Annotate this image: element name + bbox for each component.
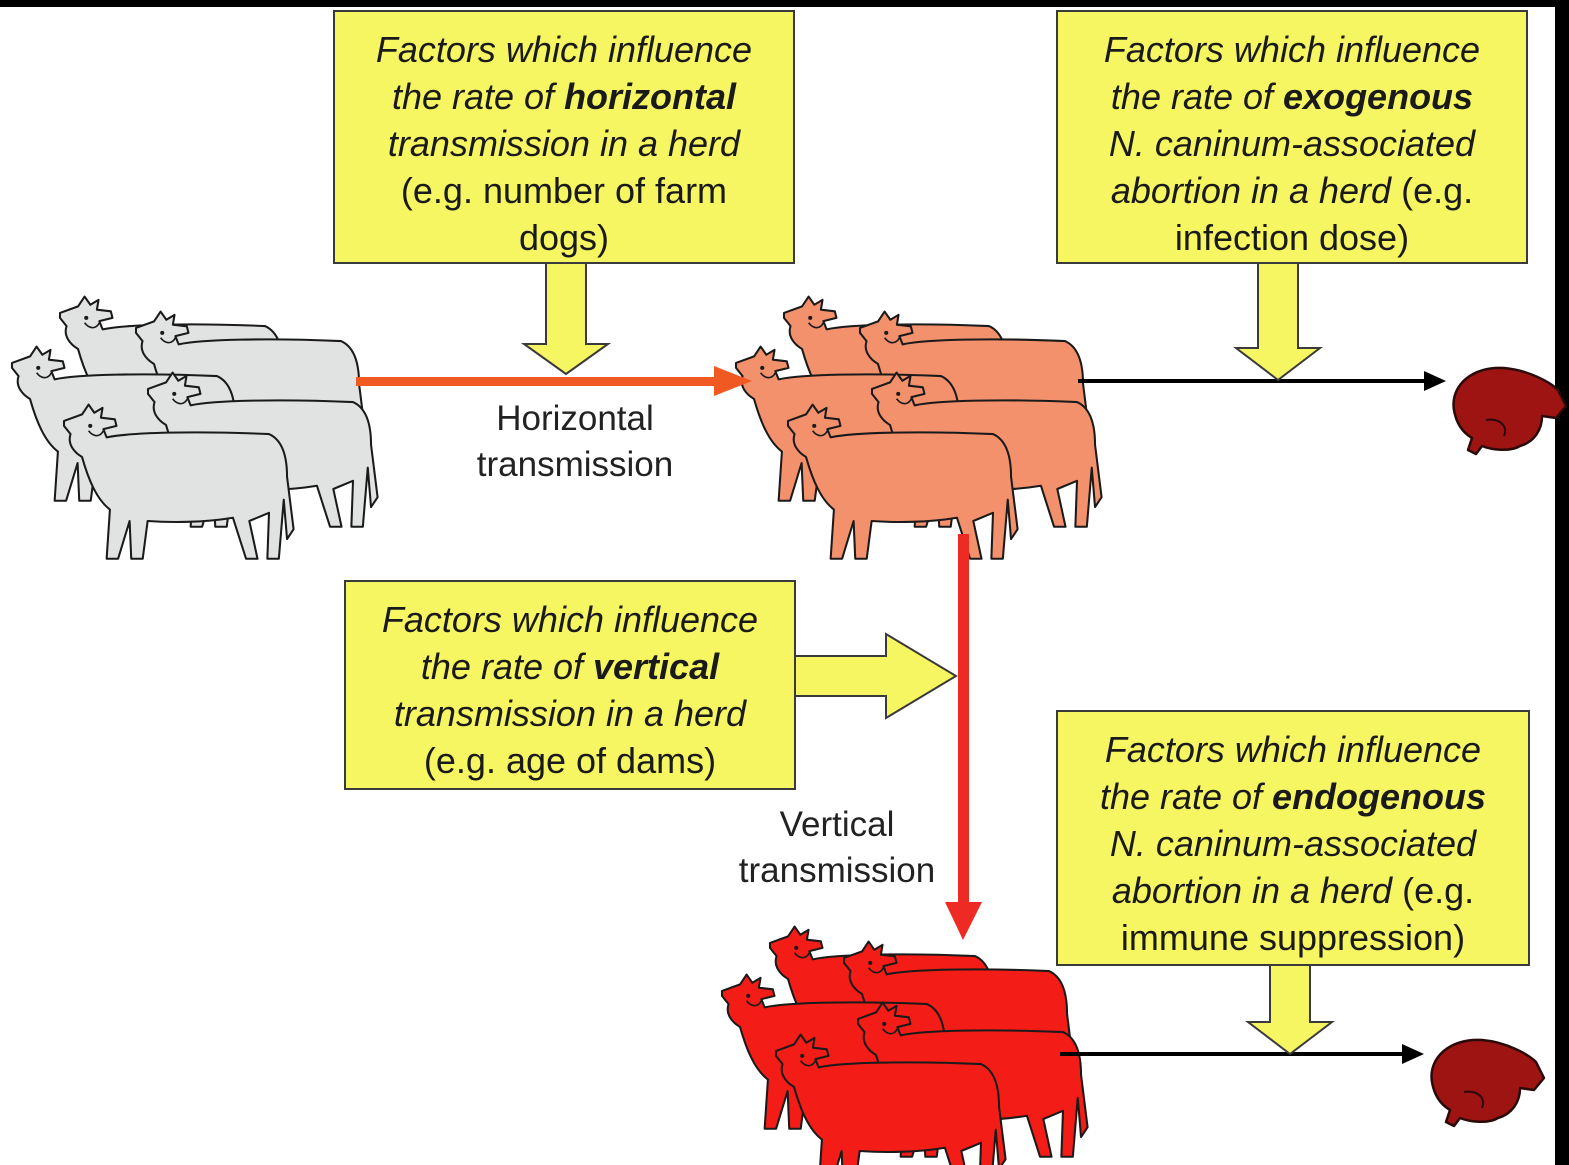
horizontal-factors-arrow — [524, 262, 608, 374]
endogenous-abortion-arrow — [1060, 1044, 1424, 1064]
horizontal-transmission-label: Horizontal transmission — [440, 396, 710, 488]
exogenous-factors-arrow — [1236, 262, 1320, 380]
label-line: transmission — [712, 848, 962, 894]
box-line: infection dose) — [1175, 217, 1409, 258]
box-line: the rate of — [1111, 76, 1283, 117]
box-line: transmission in a herd — [394, 693, 746, 734]
box-keyword: endogenous — [1272, 776, 1486, 817]
box-line: Factors which influence — [382, 599, 758, 640]
label-line: transmission — [440, 442, 710, 488]
box-line: the rate of — [1100, 776, 1272, 817]
aborted-fetus-endogenous — [1432, 1040, 1544, 1126]
box-line: (e.g. — [1392, 870, 1474, 911]
vertical-herd-group — [722, 927, 1088, 1165]
horizontal-factors-box: Factors which influence the rate of hori… — [333, 10, 795, 264]
label-line: Vertical — [712, 802, 962, 848]
box-line: Factors which influence — [376, 29, 752, 70]
box-line: Factors which influence — [1104, 29, 1480, 70]
exogenous-abortion-arrow — [1078, 371, 1446, 391]
label-line: Horizontal — [440, 396, 710, 442]
box-line: the rate of — [421, 646, 593, 687]
box-line: (e.g. age of dams) — [424, 740, 716, 781]
infected-herd-group — [736, 297, 1102, 559]
box-keyword: horizontal — [564, 76, 736, 117]
box-keyword: exogenous — [1283, 76, 1473, 117]
box-line: immune suppression) — [1121, 917, 1465, 958]
exogenous-factors-box: Factors which influence the rate of exog… — [1056, 10, 1528, 264]
horizontal-transmission-arrow — [356, 366, 752, 396]
box-line: abortion in a herd — [1111, 170, 1391, 211]
box-line: abortion in a herd — [1112, 870, 1392, 911]
vertical-transmission-label: Vertical transmission — [712, 802, 962, 894]
box-line: dogs) — [519, 217, 609, 258]
box-line: the rate of — [392, 76, 564, 117]
endogenous-factors-arrow — [1248, 964, 1332, 1054]
box-keyword: vertical — [593, 646, 719, 687]
box-line: (e.g. — [1391, 170, 1473, 211]
box-line: transmission in a herd — [388, 123, 740, 164]
uninfected-herd-group — [12, 297, 378, 559]
box-line: (e.g. number of farm — [401, 170, 727, 211]
aborted-fetus-exogenous — [1454, 368, 1566, 454]
vertical-factors-arrow — [795, 634, 956, 718]
vertical-factors-box: Factors which influence the rate of vert… — [344, 580, 796, 790]
box-line: Factors which influence — [1105, 729, 1481, 770]
box-line: N. caninum-associated — [1110, 823, 1476, 864]
box-line: N. caninum-associated — [1109, 123, 1475, 164]
endogenous-factors-box: Factors which influence the rate of endo… — [1056, 710, 1530, 966]
